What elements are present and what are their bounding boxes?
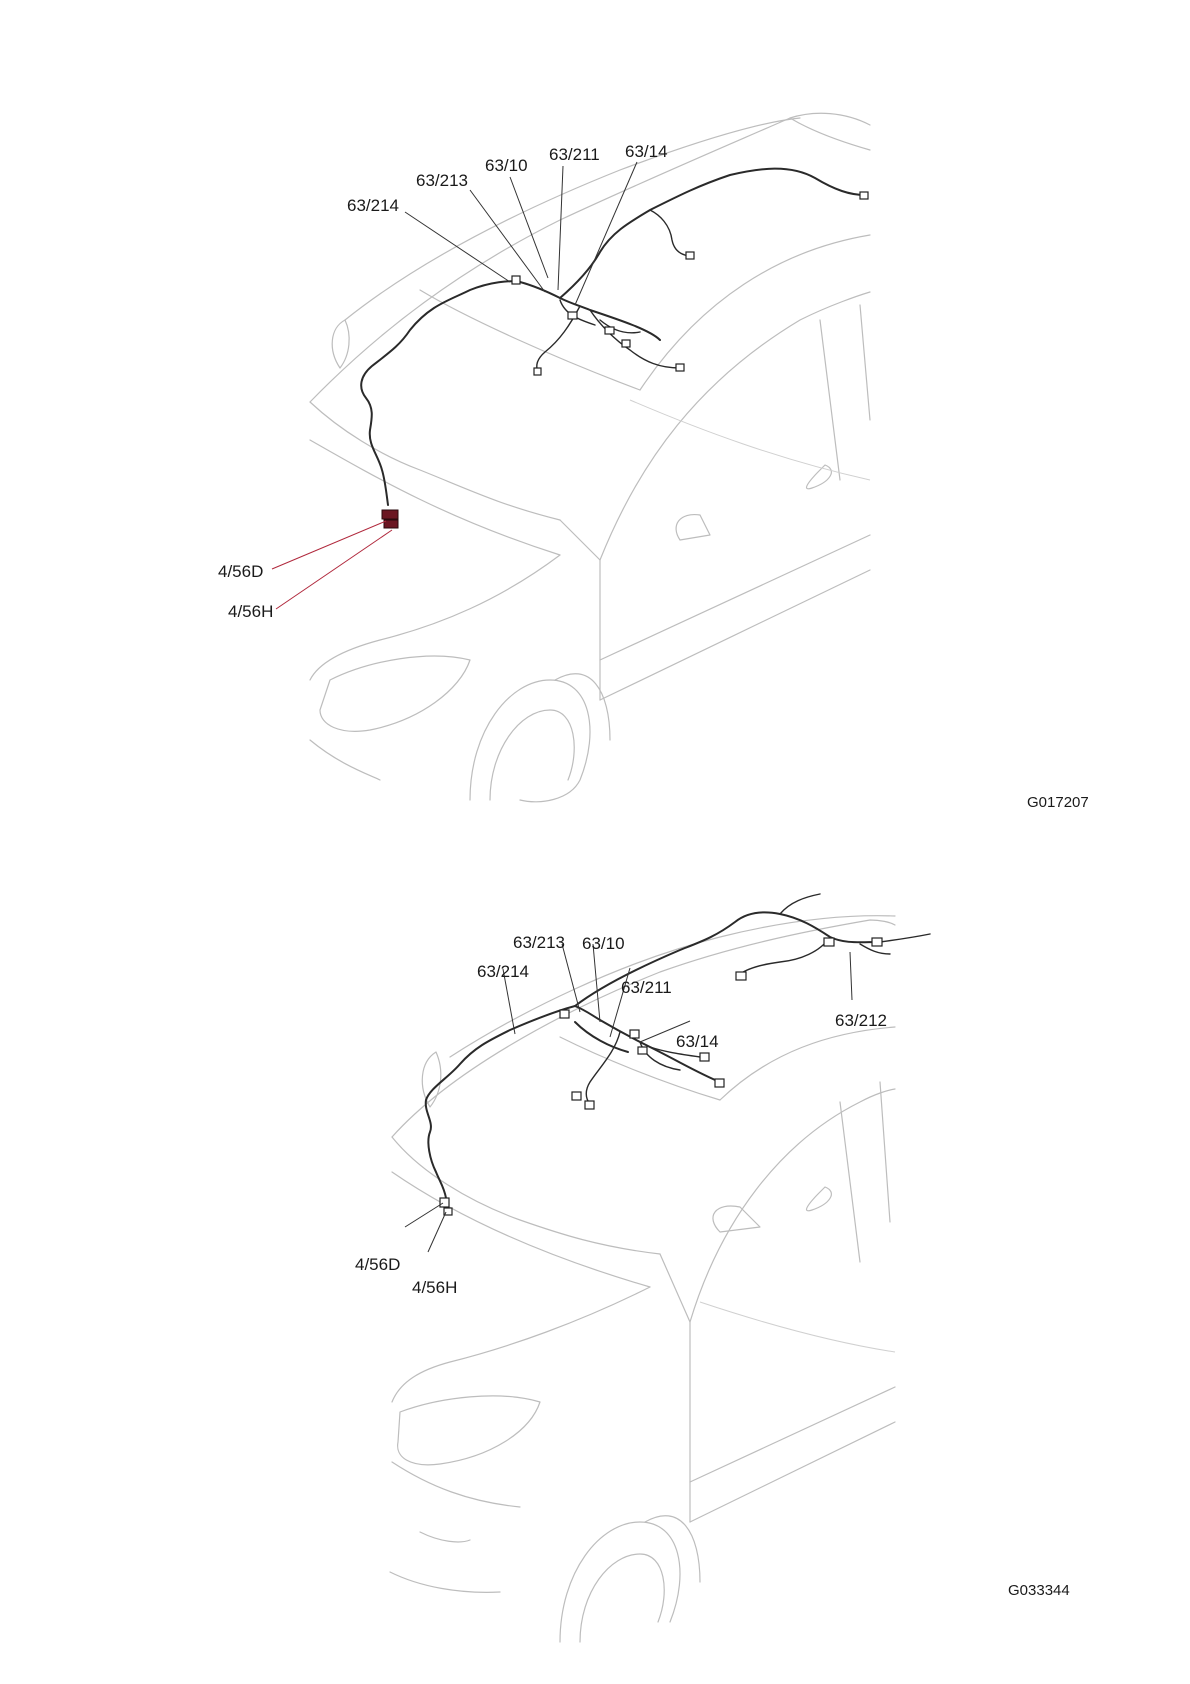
callout-63-212: 63/212 bbox=[835, 1012, 887, 1029]
callout-63-213: 63/213 bbox=[416, 172, 468, 189]
callout-4-56d: 4/56D bbox=[355, 1256, 400, 1273]
figure-id-label: G017207 bbox=[1027, 794, 1089, 811]
callout-63-214: 63/214 bbox=[347, 197, 399, 214]
car-body-outline bbox=[310, 113, 870, 802]
wiring-diagram-figure-2: 63/213 63/10 63/214 63/211 63/212 63/14 … bbox=[0, 842, 1190, 1684]
callout-63-211: 63/211 bbox=[549, 146, 600, 163]
car-illustration-1 bbox=[0, 0, 1190, 842]
callout-63-14: 63/14 bbox=[625, 143, 668, 160]
wiring-harness-1 bbox=[361, 169, 868, 528]
callout-63-214: 63/214 bbox=[477, 963, 529, 980]
callout-4-56h: 4/56H bbox=[412, 1279, 457, 1296]
wiring-harness-2 bbox=[426, 894, 930, 1215]
car-body-outline bbox=[390, 916, 895, 1642]
wiring-diagram-figure-1: 63/214 63/213 63/10 63/211 63/14 4/56D 4… bbox=[0, 0, 1190, 842]
callout-63-10: 63/10 bbox=[485, 157, 528, 174]
callout-4-56h: 4/56H bbox=[228, 603, 273, 620]
figure-id-label: G033344 bbox=[1008, 1582, 1070, 1599]
callout-63-213: 63/213 bbox=[513, 934, 565, 951]
callout-63-14: 63/14 bbox=[676, 1033, 719, 1050]
callout-63-211: 63/211 bbox=[621, 979, 672, 996]
car-illustration-2 bbox=[0, 842, 1190, 1684]
callout-63-10: 63/10 bbox=[582, 935, 625, 952]
callout-4-56d: 4/56D bbox=[218, 563, 263, 580]
